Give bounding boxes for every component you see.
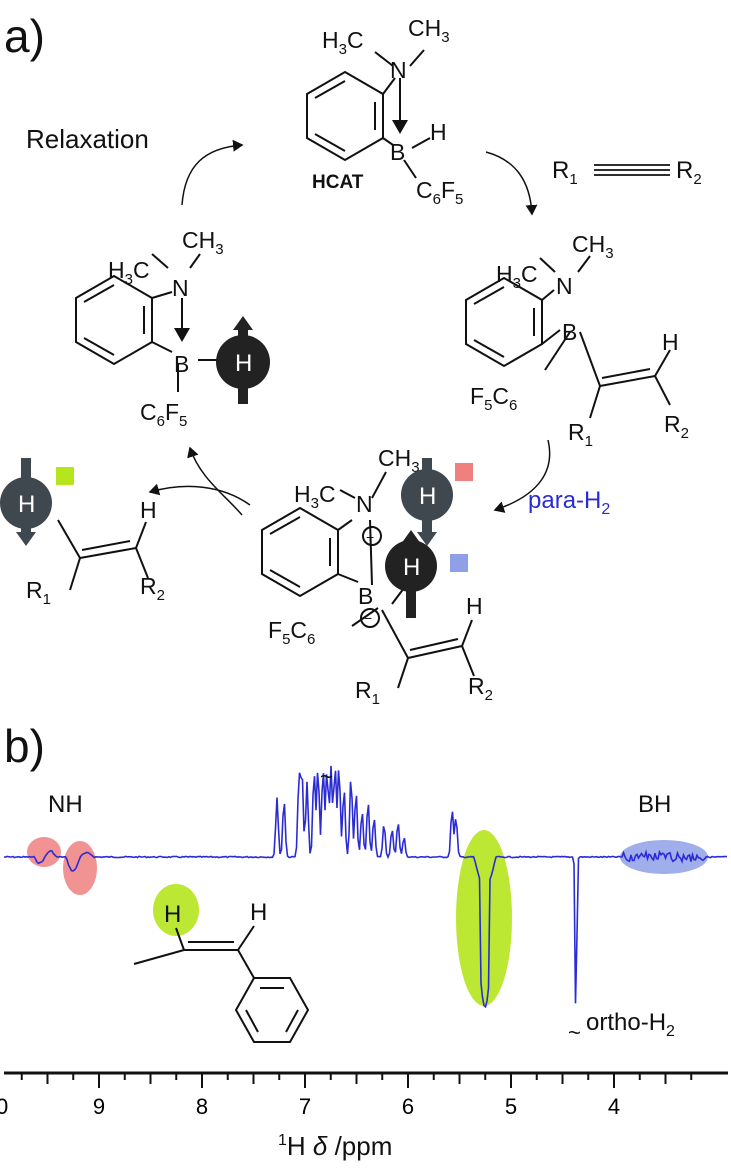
spin-h-left-text: H <box>235 350 252 377</box>
zw-n: N <box>356 491 373 517</box>
product-alkene-structure <box>57 519 149 591</box>
right-f5c6: F5C6 <box>470 383 517 414</box>
arrow-alkyne-addition <box>485 151 538 216</box>
left-c6f5: C6F5 <box>140 399 187 430</box>
para-h2-label: para-H2 <box>528 487 610 518</box>
hyperpolarized-h-spin-bh: H <box>385 530 437 618</box>
arrow-product-release <box>148 483 251 506</box>
zwitterion-structure <box>261 471 475 689</box>
bh-highlight <box>620 840 708 874</box>
alkene-color-marker <box>56 467 74 485</box>
x-axis-tick-label: 4 <box>608 1094 620 1119</box>
x-axis-ticks <box>20 1073 693 1088</box>
zw-ch3: CH3 <box>378 445 420 476</box>
zw-r1: R1 <box>355 677 380 708</box>
nh-label: NH <box>48 791 83 818</box>
hcat-b: B <box>390 139 405 165</box>
ortho-h2-label: ortho-H2 <box>586 1009 675 1040</box>
right-r1: R1 <box>568 419 593 450</box>
alkene-h-highlight <box>153 884 199 936</box>
alkyne-r1: R1 <box>552 157 578 188</box>
arrow-para-h2-addition <box>493 439 551 513</box>
left-ch3: CH3 <box>182 227 224 258</box>
right-vinyl-h: H <box>662 329 679 355</box>
product-r2: R2 <box>140 573 165 604</box>
nh-color-marker <box>455 463 473 481</box>
x-axis-tick-label: 9 <box>93 1094 105 1119</box>
zw-plus-charge: + <box>366 529 374 545</box>
zw-vinyl-h: H <box>466 593 483 619</box>
left-n: N <box>172 275 189 301</box>
zw-b: B <box>358 583 373 609</box>
tilde-bottom: ~ <box>568 1020 581 1045</box>
vinylborane-structure <box>465 255 671 419</box>
hcat-h3c: H3C <box>322 27 364 58</box>
hyperpolarized-h-spin-left: H <box>216 316 270 404</box>
x-axis-tick-labels: 10 9 8 7 6 5 4 <box>0 1094 620 1119</box>
inset-h-vinyl: H <box>250 899 267 926</box>
zw-minus-charge: − <box>364 610 372 626</box>
right-b: B <box>562 319 577 345</box>
zw-r2: R2 <box>468 673 493 704</box>
x-axis-tick-label: 5 <box>505 1094 517 1119</box>
bh-color-marker <box>450 554 468 572</box>
right-ch3: CH3 <box>572 231 614 262</box>
arrow-regeneration <box>187 446 243 516</box>
x-axis-tick-label: 8 <box>196 1094 208 1119</box>
hcat-n: N <box>390 57 407 83</box>
spin-h-bh-text: H <box>403 554 420 581</box>
left-h3c: H3C <box>108 257 150 288</box>
product-r1: R1 <box>26 577 51 608</box>
hcat-ch3: CH3 <box>408 15 450 46</box>
x-axis-tick-label: 6 <box>402 1094 414 1119</box>
left-b: B <box>174 351 189 377</box>
nmr-spectrum-trace <box>3 765 727 1009</box>
alkyne-r2: R2 <box>676 157 702 188</box>
tilde-top: ~ <box>320 764 333 789</box>
hyperpolarized-h-spin-nh: H <box>401 458 453 546</box>
right-h3c: H3C <box>496 261 538 292</box>
right-r2: R2 <box>664 411 689 442</box>
product-h: H <box>140 497 157 523</box>
alkene-highlight <box>456 830 512 1006</box>
x-axis-title: 1H δ /ppm <box>278 1131 392 1161</box>
arrow-relaxation <box>181 139 244 206</box>
panel-b-label: b) <box>4 720 45 772</box>
right-n: N <box>556 273 573 299</box>
panel-a-label: a) <box>4 10 45 62</box>
bh-label: BH <box>638 791 671 818</box>
left-intermediate-structure <box>75 253 228 392</box>
zw-f5c6: F5C6 <box>268 617 315 648</box>
relaxation-label: Relaxation <box>26 124 149 154</box>
hyperpolarized-h-spin-product: H <box>0 458 52 546</box>
spin-h-product-text: H <box>18 491 35 518</box>
nh-highlight-1 <box>27 837 61 867</box>
hcat-label: HCAT <box>312 172 364 193</box>
alkyne-triple-bond <box>594 164 670 176</box>
zw-h3c: H3C <box>294 481 336 512</box>
hcat-c6f5: C6F5 <box>416 177 463 208</box>
spin-h-nh-text: H <box>419 483 436 510</box>
x-axis-tick-label: 7 <box>299 1094 311 1119</box>
hcat-h: H <box>430 119 447 145</box>
inset-h-alkene: H <box>164 901 181 928</box>
nh-highlight-2 <box>63 841 97 895</box>
inset-product-structure <box>133 925 310 1043</box>
hcat-structure <box>306 49 431 179</box>
x-axis-tick-label: 10 <box>0 1094 8 1119</box>
